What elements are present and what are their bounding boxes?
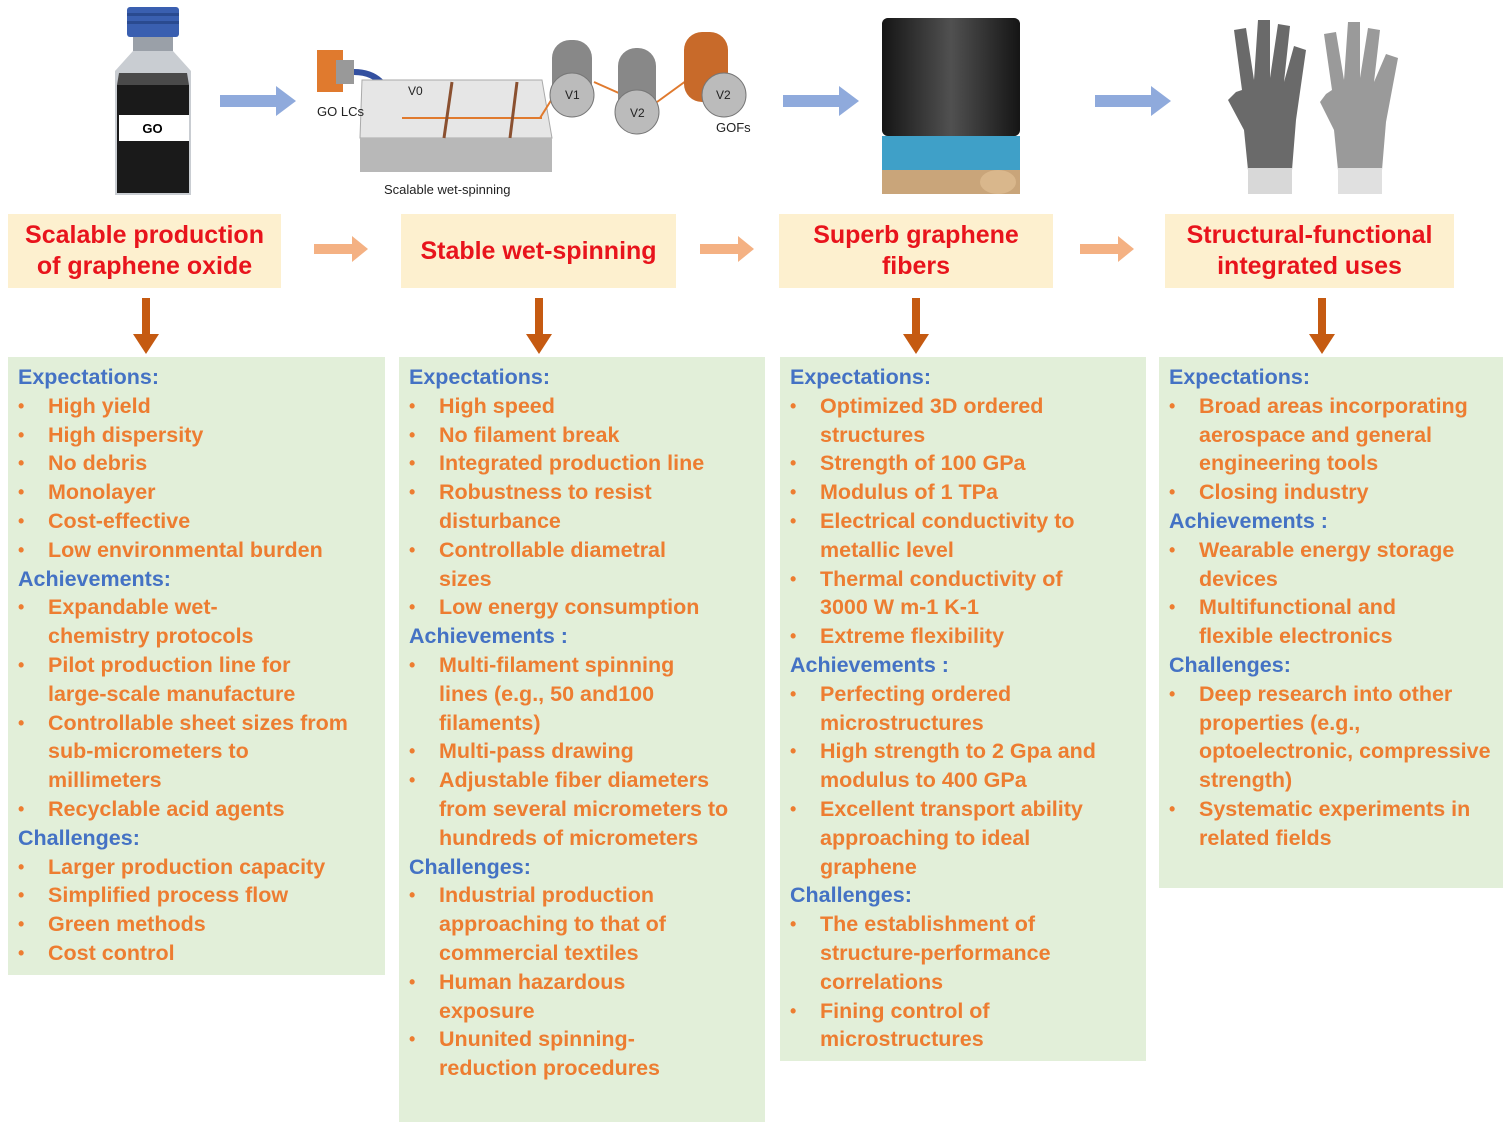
list-item: Systematic experiments in related fields [1169, 795, 1489, 853]
wet-spinning-schematic: GO LCs V0 V1 V2 V2 GOFs Scalable wet-spi… [312, 20, 772, 200]
section-heading: Achievements: [18, 566, 171, 591]
list-item: Simplified process flow [18, 881, 375, 910]
list-item: Cost control [18, 939, 375, 968]
list-item: No filament break [409, 421, 757, 450]
stage-title-uses: Structural-functional integrated uses [1165, 214, 1454, 288]
label-v2-b: V2 [716, 88, 731, 102]
graphene-fiber-spool-image [878, 8, 1024, 198]
section-heading: Challenges: [18, 825, 140, 850]
label-v2-a: V2 [630, 106, 645, 120]
section-heading: Achievements : [790, 652, 949, 677]
flow-arrow-stage-3 [1080, 236, 1134, 262]
section-heading: Expectations: [409, 365, 550, 389]
list-item: Green methods [18, 910, 375, 939]
list-item: Fining control of microstructures [790, 997, 1040, 1055]
down-arrow-3 [903, 298, 929, 354]
panel-wet-spinning: Expectations: High speed No filament bre… [399, 357, 765, 1122]
flow-arrow-top-2 [783, 86, 859, 116]
section-heading: Challenges: [790, 883, 912, 908]
list-item: Closing industry [1169, 478, 1495, 507]
label-gofs: GOFs [716, 120, 751, 135]
list-item: Multifunctional and flexible electronics [1169, 593, 1449, 651]
stage-title-line: Superb graphene [813, 221, 1019, 249]
section-heading: Achievements : [1169, 508, 1328, 533]
flow-arrow-stage-1 [314, 236, 368, 262]
list-item: Thermal conductivity of 3000 W m-1 K-1 [790, 565, 1100, 623]
graphene-oxide-bottle-image: GO [105, 5, 200, 200]
list-item: Pilot production line for large-scale ma… [18, 651, 338, 709]
list-item: Deep research into other properties (e.g… [1169, 680, 1494, 795]
stage-title-line: integrated uses [1217, 252, 1402, 280]
list-item: Multi-filament spinning lines (e.g., 50 … [409, 651, 714, 737]
list-item: Low energy consumption [409, 593, 757, 622]
list-item: Recyclable acid agents [18, 795, 375, 824]
list-item: Optimized 3D ordered structures [790, 392, 1080, 450]
list-item: Excellent transport ability approaching … [790, 795, 1125, 881]
stage-title-production: Scalable production of graphene oxide [8, 214, 281, 288]
list-item: Controllable diametral sizes [409, 536, 709, 594]
list-item: Controllable sheet sizes from sub-microm… [18, 709, 348, 795]
panel-uses: Expectations: Broad areas incorporating … [1159, 357, 1503, 888]
list-item: Larger production capacity [18, 853, 375, 882]
flow-arrow-stage-2 [700, 236, 754, 262]
stage-title-wet-spinning: Stable wet-spinning [401, 214, 676, 288]
label-v1: V1 [565, 88, 580, 102]
section-heading: Challenges: [409, 854, 531, 879]
section-heading: Expectations: [1169, 365, 1310, 389]
list-item: No debris [18, 449, 375, 478]
list-item: High dispersity [18, 421, 375, 450]
list-item: Broad areas incorporating aerospace and … [1169, 392, 1489, 478]
stage-title-line: Stable wet-spinning [420, 236, 657, 265]
label-go-lcs: GO LCs [317, 104, 364, 119]
list-item: Monolayer [18, 478, 375, 507]
flow-arrow-top-1 [220, 86, 296, 116]
section-heading: Challenges: [1169, 652, 1291, 677]
list-item: Perfecting ordered microstructures [790, 680, 1050, 738]
list-item: Multi-pass drawing [409, 737, 757, 766]
label-v0: V0 [408, 84, 423, 98]
section-heading: Achievements : [409, 624, 568, 649]
stage-title-fibers: Superb graphene fibers [779, 214, 1053, 288]
down-arrow-1 [133, 298, 159, 354]
list-item: Human hazardous exposure [409, 968, 659, 1026]
list-item: High speed [409, 392, 757, 421]
list-item: Integrated production line [409, 449, 757, 478]
panel-fibers: Expectations: Optimized 3D ordered struc… [780, 357, 1146, 1061]
list-item: Cost-effective [18, 507, 375, 536]
panel-production: Expectations: High yield High dispersity… [8, 357, 385, 975]
list-item: Low environmental burden [18, 536, 375, 565]
list-item: High yield [18, 392, 375, 421]
flow-arrow-top-3 [1095, 86, 1171, 116]
label-scalable-wet-spinning: Scalable wet-spinning [384, 182, 511, 197]
list-item: Strength of 100 GPa [790, 449, 1138, 478]
list-item: Wearable energy storage devices [1169, 536, 1495, 594]
list-item: Expandable wet-chemistry protocols [18, 593, 318, 651]
list-item: Ununited spinning-reduction procedures [409, 1025, 699, 1083]
list-item: Electrical conductivity to metallic leve… [790, 507, 1115, 565]
list-item: Robustness to resist disturbance [409, 478, 689, 536]
list-item: The establishment of structure-performan… [790, 910, 1085, 996]
down-arrow-2 [526, 298, 552, 354]
list-item: Industrial production approaching to tha… [409, 881, 704, 967]
list-item: Modulus of 1 TPa [790, 478, 1138, 507]
list-item: Adjustable fiber diameters from several … [409, 766, 744, 852]
stage-title-line: Scalable production [25, 221, 264, 249]
graphene-gloves-image [1222, 10, 1404, 198]
stage-title-line: Structural-functional [1186, 221, 1433, 249]
list-item: High strength to 2 Gpa and modulus to 40… [790, 737, 1140, 795]
section-heading: Expectations: [18, 365, 159, 389]
stage-title-line: of graphene oxide [36, 252, 253, 280]
stage-title-line: fibers [881, 252, 951, 280]
section-heading: Expectations: [790, 365, 931, 389]
go-bottle-label: GO [142, 121, 163, 136]
down-arrow-4 [1309, 298, 1335, 354]
list-item: Extreme flexibility [790, 622, 1138, 651]
